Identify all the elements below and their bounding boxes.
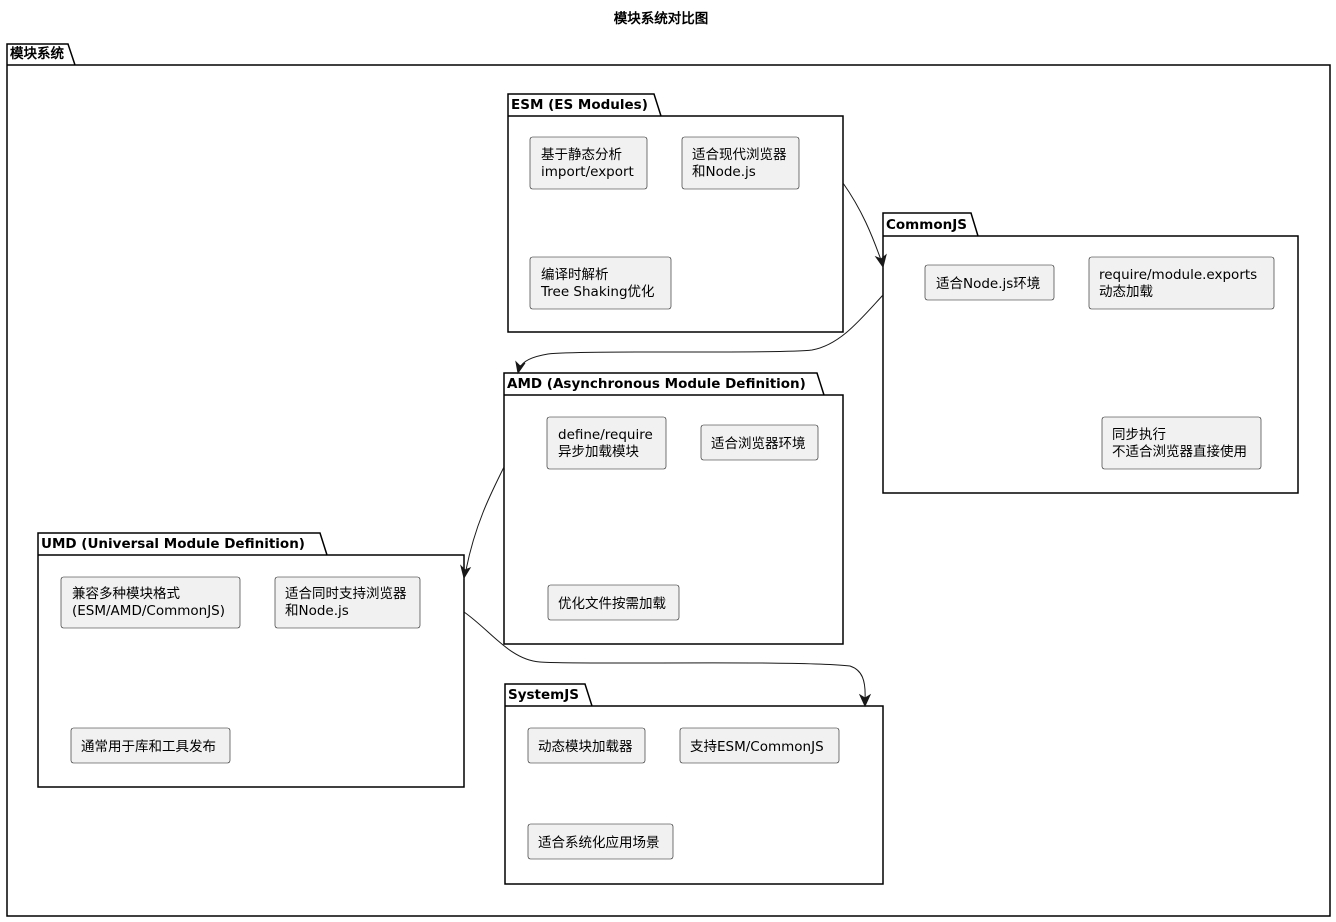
edge-commonjs-to-amd: [515, 294, 884, 375]
edge-esm-to-commonjs: [842, 182, 887, 269]
node-amd-define-require[interactable]: define/require 异步加载模块: [546, 416, 667, 470]
package-amd-label: AMD (Asynchronous Module Definition): [507, 376, 806, 392]
package-umd[interactable]: UMD (Universal Module Definition) 兼容多种模块…: [37, 532, 465, 788]
package-amd[interactable]: AMD (Asynchronous Module Definition) def…: [503, 372, 844, 645]
edge-amd-to-umd: [460, 466, 505, 580]
node-umd-browser-node[interactable]: 适合同时支持浏览器 和Node.js: [274, 576, 421, 629]
svg-text:优化文件按需加载: 优化文件按需加载: [558, 596, 666, 612]
package-systemjs-label: SystemJS: [508, 687, 579, 703]
package-esm-label: ESM (ES Modules): [511, 97, 648, 113]
svg-text:同步执行 不适合浏览器直接使用: 同步执行 不适合浏览器直接使用: [1112, 427, 1247, 460]
svg-text:适合现代浏览器 和Node.js: 适合现代浏览器 和Node.js: [692, 147, 791, 180]
svg-text:基于静态分析 import/export: 基于静态分析 import/export: [541, 146, 634, 180]
diagram-title: 模块系统对比图: [614, 10, 709, 27]
svg-text:适合系统化应用场景: 适合系统化应用场景: [538, 834, 660, 851]
node-esm-modern-browsers[interactable]: 适合现代浏览器 和Node.js: [681, 136, 800, 190]
package-commonjs[interactable]: CommonJS 适合Node.js环境 require/module.expo…: [882, 212, 1299, 494]
svg-text:支持ESM/CommonJS: 支持ESM/CommonJS: [690, 739, 824, 755]
outer-package-label: 模块系统: [10, 45, 64, 62]
node-amd-browser-env[interactable]: 适合浏览器环境: [700, 424, 819, 461]
edge-umd-to-systemjs: [463, 611, 872, 708]
node-esm-static-analysis[interactable]: 基于静态分析 import/export: [529, 136, 648, 190]
svg-text:兼容多种模块格式 (ESM/AMD/Comm: 兼容多种模块格式 (ESM/AMD/CommonJS): [72, 585, 225, 619]
svg-text:适合同时支持浏览器 和Node.js: 适合同时支持浏览器 和Node.js: [285, 586, 411, 619]
package-umd-label: UMD (Universal Module Definition): [41, 536, 305, 552]
node-umd-library-publish[interactable]: 通常用于库和工具发布: [70, 727, 231, 764]
node-amd-on-demand[interactable]: 优化文件按需加载: [547, 584, 680, 621]
node-systemjs-esm-commonjs[interactable]: 支持ESM/CommonJS: [679, 727, 840, 764]
node-commonjs-require-exports[interactable]: require/module.exports 动态加载: [1088, 256, 1275, 310]
node-commonjs-node-env[interactable]: 适合Node.js环境: [924, 264, 1055, 301]
package-commonjs-label: CommonJS: [886, 217, 967, 233]
svg-text:require/module.exports: require/module.exports 动态加载: [1099, 267, 1262, 300]
package-esm[interactable]: ESM (ES Modules) 基于静态分析 import/export 适合…: [507, 93, 844, 333]
node-umd-compat-formats[interactable]: 兼容多种模块格式 (ESM/AMD/CommonJS): [60, 576, 241, 629]
package-systemjs[interactable]: SystemJS 动态模块加载器 支持ESM/CommonJS 适合系统化应用场…: [504, 683, 884, 885]
svg-text:适合Node.js环境: 适合Node.js环境: [936, 276, 1040, 292]
node-systemjs-dynamic-loader[interactable]: 动态模块加载器: [527, 727, 646, 764]
node-commonjs-sync-exec[interactable]: 同步执行 不适合浏览器直接使用: [1101, 416, 1262, 470]
svg-text:define/require 异步加载模块: define/require 异步加载模块: [558, 427, 657, 460]
svg-text:通常用于库和工具发布: 通常用于库和工具发布: [81, 739, 216, 755]
svg-text:适合浏览器环境: 适合浏览器环境: [711, 436, 806, 452]
node-systemjs-system-apps[interactable]: 适合系统化应用场景: [527, 823, 674, 860]
svg-text:编译时解析 Tree Shaking优化: 编译时解析 Tree Shaking优化: [540, 267, 655, 300]
node-esm-compile-time[interactable]: 编译时解析 Tree Shaking优化: [529, 256, 672, 310]
svg-text:动态模块加载器: 动态模块加载器: [538, 739, 633, 755]
